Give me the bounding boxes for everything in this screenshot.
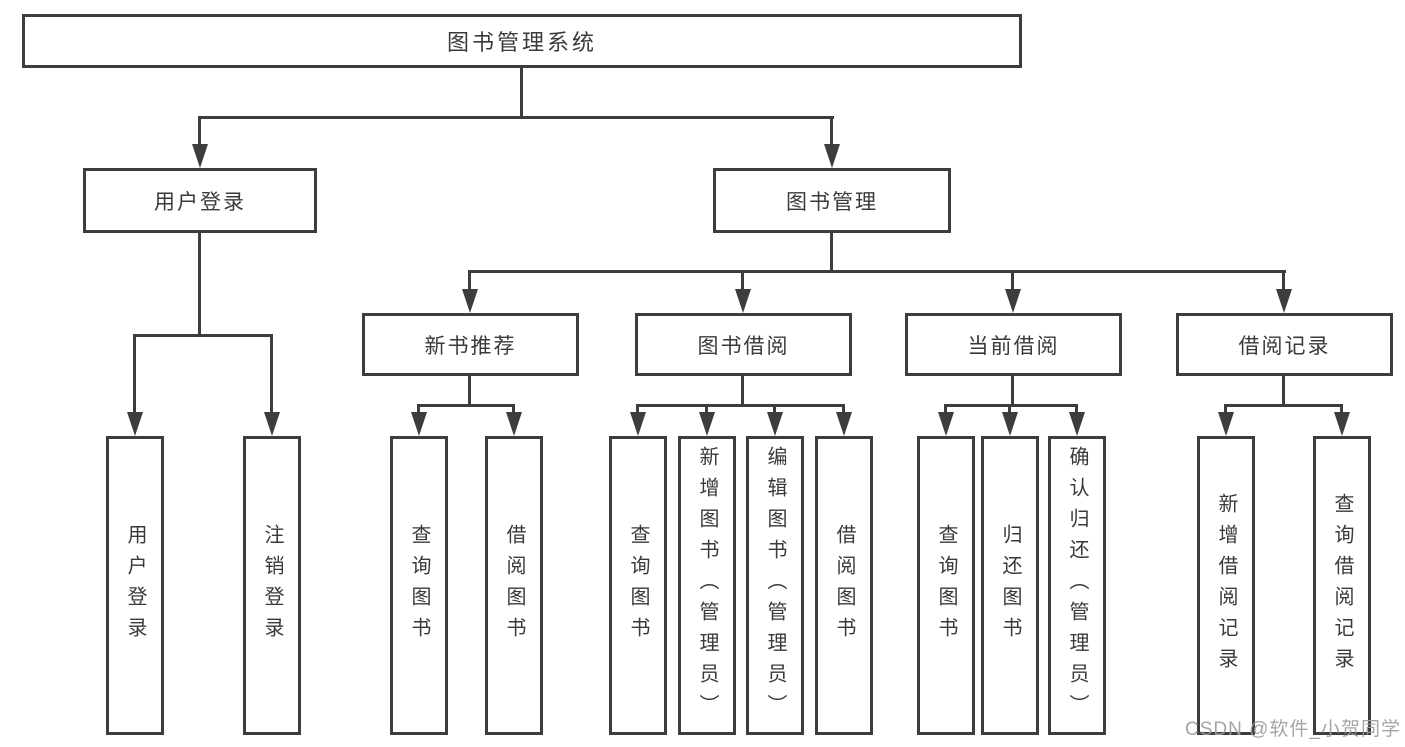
leaf-confirm-return-admin: 确认归还（管理员） xyxy=(1048,436,1106,735)
connector-shaft xyxy=(1282,270,1285,292)
connector-user-login-stem xyxy=(198,233,201,337)
leaf-edit-book-admin-label: 编辑图书（管理员） xyxy=(764,446,786,725)
arrow-down-icon xyxy=(1276,289,1292,313)
node-user-login: 用户登录 xyxy=(83,168,317,233)
arrow-down-icon xyxy=(192,144,208,168)
connector-current-stem xyxy=(1011,376,1014,407)
connector-shaft xyxy=(741,270,744,292)
node-user-login-label: 用户登录 xyxy=(154,190,246,214)
connector-shaft xyxy=(1340,404,1343,416)
leaf-borrow-books: 借阅图书 xyxy=(815,436,873,735)
connector-recommend-stem xyxy=(468,376,471,407)
connector-shaft xyxy=(773,404,776,416)
connector-shaft xyxy=(198,116,201,146)
connector-shaft xyxy=(636,404,639,416)
connector-shaft xyxy=(417,404,420,416)
leaf-logout: 注销登录 xyxy=(243,436,301,735)
arrow-down-icon xyxy=(127,412,143,436)
connector-records-branch xyxy=(1224,404,1343,407)
connector-shaft xyxy=(830,116,833,146)
leaf-logout-label: 注销登录 xyxy=(261,523,283,648)
connector-shaft xyxy=(842,404,845,416)
arrow-down-icon xyxy=(767,412,783,436)
arrow-down-icon xyxy=(1334,412,1350,436)
node-borrow-records: 借阅记录 xyxy=(1176,313,1393,376)
connector-root-stem xyxy=(520,68,523,118)
connector-shaft xyxy=(270,334,273,414)
csdn-watermark: CSDN @软件_小贺同学 xyxy=(1185,719,1401,740)
connector-user-login-branch xyxy=(133,334,273,337)
leaf-query-books-borrow: 查询图书 xyxy=(609,436,667,735)
node-book-borrow: 图书借阅 xyxy=(635,313,852,376)
leaf-add-borrow-record-label: 新增借阅记录 xyxy=(1215,492,1237,679)
connector-shaft xyxy=(1224,404,1227,416)
node-borrow-records-label: 借阅记录 xyxy=(1238,334,1331,358)
connector-shaft xyxy=(1011,270,1014,292)
leaf-confirm-return-admin-label: 确认归还（管理员） xyxy=(1066,446,1088,725)
leaf-add-book-admin: 新增图书（管理员） xyxy=(678,436,736,735)
leaf-query-books-borrow-label: 查询图书 xyxy=(627,523,649,648)
leaf-add-book-admin-label: 新增图书（管理员） xyxy=(696,446,718,725)
connector-shaft xyxy=(705,404,708,416)
leaf-user-login: 用户登录 xyxy=(106,436,164,735)
leaf-query-borrow-record: 查询借阅记录 xyxy=(1313,436,1371,735)
connector-book-mgmt-branch xyxy=(468,270,1286,273)
leaf-query-borrow-record-label: 查询借阅记录 xyxy=(1331,492,1353,679)
node-book-management-label: 图书管理 xyxy=(786,190,878,214)
connector-borrow-branch xyxy=(636,404,845,407)
arrow-down-icon xyxy=(699,412,715,436)
leaf-query-books-current: 查询图书 xyxy=(917,436,975,735)
leaf-return-book-label: 归还图书 xyxy=(999,523,1021,648)
connector-shaft xyxy=(1008,404,1011,416)
connector-recommend-branch xyxy=(417,404,515,407)
node-new-book-recommend: 新书推荐 xyxy=(362,313,579,376)
connector-book-mgmt-stem xyxy=(830,233,833,273)
connector-records-stem xyxy=(1282,376,1285,407)
node-current-borrow-label: 当前借阅 xyxy=(967,334,1060,358)
arrow-down-icon xyxy=(630,412,646,436)
node-root: 图书管理系统 xyxy=(22,14,1022,68)
connector-shaft xyxy=(468,270,471,292)
arrow-down-icon xyxy=(462,289,478,313)
leaf-query-books-current-label: 查询图书 xyxy=(935,523,957,648)
arrow-down-icon xyxy=(1005,289,1021,313)
leaf-edit-book-admin: 编辑图书（管理员） xyxy=(746,436,804,735)
arrow-down-icon xyxy=(1069,412,1085,436)
connector-borrow-stem xyxy=(741,376,744,407)
node-root-label: 图书管理系统 xyxy=(446,30,597,55)
arrow-down-icon xyxy=(824,144,840,168)
arrow-down-icon xyxy=(1002,412,1018,436)
connector-shaft xyxy=(512,404,515,416)
arrow-down-icon xyxy=(735,289,751,313)
connector-shaft xyxy=(1075,404,1078,416)
node-current-borrow: 当前借阅 xyxy=(905,313,1122,376)
leaf-user-login-label: 用户登录 xyxy=(124,523,146,648)
arrow-down-icon xyxy=(264,412,280,436)
leaf-borrow-books-label: 借阅图书 xyxy=(833,523,855,648)
arrow-down-icon xyxy=(411,412,427,436)
connector-shaft xyxy=(944,404,947,416)
leaf-query-books-recommend: 查询图书 xyxy=(390,436,448,735)
leaf-query-books-recommend-label: 查询图书 xyxy=(408,523,430,648)
leaf-borrow-books-recommend: 借阅图书 xyxy=(485,436,543,735)
arrow-down-icon xyxy=(938,412,954,436)
leaf-borrow-books-recommend-label: 借阅图书 xyxy=(503,523,525,648)
arrow-down-icon xyxy=(836,412,852,436)
arrow-down-icon xyxy=(506,412,522,436)
node-new-book-recommend-label: 新书推荐 xyxy=(424,334,517,358)
connector-current-branch xyxy=(944,404,1078,407)
node-book-borrow-label: 图书借阅 xyxy=(697,334,790,358)
leaf-return-book: 归还图书 xyxy=(981,436,1039,735)
leaf-add-borrow-record: 新增借阅记录 xyxy=(1197,436,1255,735)
connector-root-branch xyxy=(198,116,834,119)
connector-shaft xyxy=(133,334,136,414)
node-book-management: 图书管理 xyxy=(713,168,951,233)
arrow-down-icon xyxy=(1218,412,1234,436)
